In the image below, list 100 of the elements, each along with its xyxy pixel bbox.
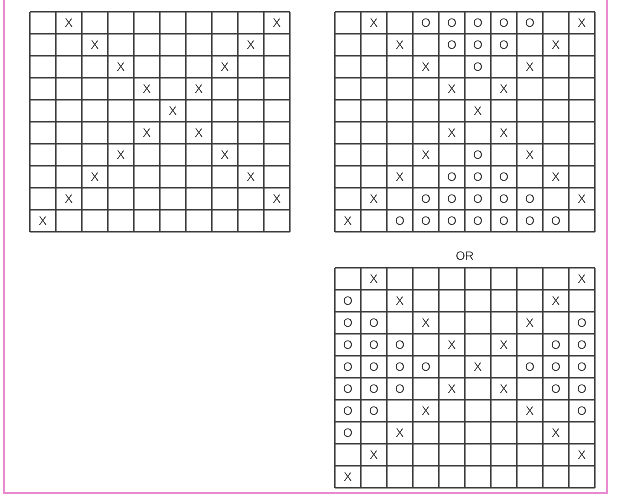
cell-mark: X xyxy=(396,171,404,183)
cell-mark: O xyxy=(577,405,587,417)
cell-mark: X xyxy=(396,295,404,307)
cell-mark: O xyxy=(551,339,561,351)
cell-mark: O xyxy=(551,383,561,395)
cell-mark: X xyxy=(500,339,508,351)
cell-mark: X xyxy=(370,273,378,285)
cell-mark: X xyxy=(142,127,151,139)
cell-mark: X xyxy=(578,17,586,29)
cell-mark: X xyxy=(116,61,125,73)
cell-mark: X xyxy=(246,39,255,51)
cell-mark: O xyxy=(577,317,587,329)
cell-mark: O xyxy=(395,361,405,373)
cell-mark: O xyxy=(473,171,483,183)
cell-mark: O xyxy=(525,193,535,205)
cell-mark: O xyxy=(499,17,509,29)
cell-mark: X xyxy=(526,61,534,73)
cell-mark: O xyxy=(473,61,483,73)
cell-mark: O xyxy=(551,215,561,227)
cell-mark: X xyxy=(578,273,586,285)
cell-mark: O xyxy=(343,383,353,395)
cell-mark: X xyxy=(448,339,456,351)
cell-mark: X xyxy=(526,405,534,417)
cell-mark: O xyxy=(499,193,509,205)
cell-mark: X xyxy=(370,17,378,29)
cell-mark: X xyxy=(142,83,151,95)
cell-mark: X xyxy=(578,193,586,205)
cell-mark: X xyxy=(422,405,430,417)
cell-mark: X xyxy=(448,383,456,395)
cell-mark: O xyxy=(473,17,483,29)
cell-mark: X xyxy=(246,171,255,183)
cell-mark: O xyxy=(395,339,405,351)
cell-mark: X xyxy=(116,149,125,161)
cell-mark: O xyxy=(343,405,353,417)
cell-mark: O xyxy=(577,383,587,395)
cell-mark: X xyxy=(64,193,73,205)
cell-mark: X xyxy=(90,39,99,51)
cell-mark: O xyxy=(551,361,561,373)
cell-mark: O xyxy=(421,193,431,205)
cell-mark: X xyxy=(526,149,534,161)
cell-mark: O xyxy=(343,295,353,307)
cell-mark: X xyxy=(272,193,281,205)
cell-mark: O xyxy=(499,171,509,183)
cell-mark: X xyxy=(552,171,560,183)
cell-mark: O xyxy=(369,317,379,329)
cell-mark: O xyxy=(395,215,405,227)
cell-mark: X xyxy=(272,17,281,29)
cell-mark: X xyxy=(500,83,508,95)
cell-mark: O xyxy=(447,193,457,205)
cell-mark: X xyxy=(220,61,229,73)
cell-mark: X xyxy=(526,317,534,329)
cell-mark: O xyxy=(473,193,483,205)
cell-mark: X xyxy=(370,449,378,461)
cell-mark: X xyxy=(194,127,203,139)
cell-mark: X xyxy=(168,105,177,117)
cell-mark: O xyxy=(447,215,457,227)
cell-mark: O xyxy=(447,17,457,29)
cell-mark: X xyxy=(578,449,586,461)
cell-mark: O xyxy=(343,427,353,439)
cell-mark: O xyxy=(525,361,535,373)
cell-mark: O xyxy=(421,17,431,29)
cell-mark: X xyxy=(220,149,229,161)
cell-mark: O xyxy=(447,171,457,183)
cell-mark: X xyxy=(370,193,378,205)
separator-text: OR xyxy=(456,249,474,263)
cell-mark: O xyxy=(369,361,379,373)
cell-mark: X xyxy=(474,105,482,117)
cell-mark: O xyxy=(499,39,509,51)
cell-mark: X xyxy=(396,427,404,439)
cell-mark: X xyxy=(448,127,456,139)
cell-mark: X xyxy=(344,215,352,227)
cell-mark: X xyxy=(552,39,560,51)
cell-mark: O xyxy=(473,149,483,161)
cell-mark: X xyxy=(552,427,560,439)
cell-mark: X xyxy=(422,149,430,161)
cell-mark: O xyxy=(473,215,483,227)
cell-mark: X xyxy=(344,471,352,483)
cell-mark: O xyxy=(369,405,379,417)
cell-mark: O xyxy=(473,39,483,51)
cell-mark: X xyxy=(500,127,508,139)
cell-mark: X xyxy=(422,61,430,73)
cell-mark: X xyxy=(64,17,73,29)
cell-mark: O xyxy=(525,215,535,227)
cell-mark: X xyxy=(90,171,99,183)
cell-mark: O xyxy=(499,215,509,227)
cell-mark: O xyxy=(369,383,379,395)
cell-mark: X xyxy=(474,361,482,373)
cell-mark: O xyxy=(369,339,379,351)
cell-mark: X xyxy=(500,383,508,395)
cell-mark: O xyxy=(447,39,457,51)
cell-mark: X xyxy=(448,83,456,95)
cell-mark: O xyxy=(421,361,431,373)
cell-mark: X xyxy=(396,39,404,51)
cell-mark: X xyxy=(38,215,47,227)
cell-mark: O xyxy=(577,361,587,373)
cell-mark: X xyxy=(194,83,203,95)
cell-mark: O xyxy=(395,383,405,395)
cell-mark: O xyxy=(343,339,353,351)
cell-mark: O xyxy=(577,339,587,351)
cell-mark: O xyxy=(343,361,353,373)
